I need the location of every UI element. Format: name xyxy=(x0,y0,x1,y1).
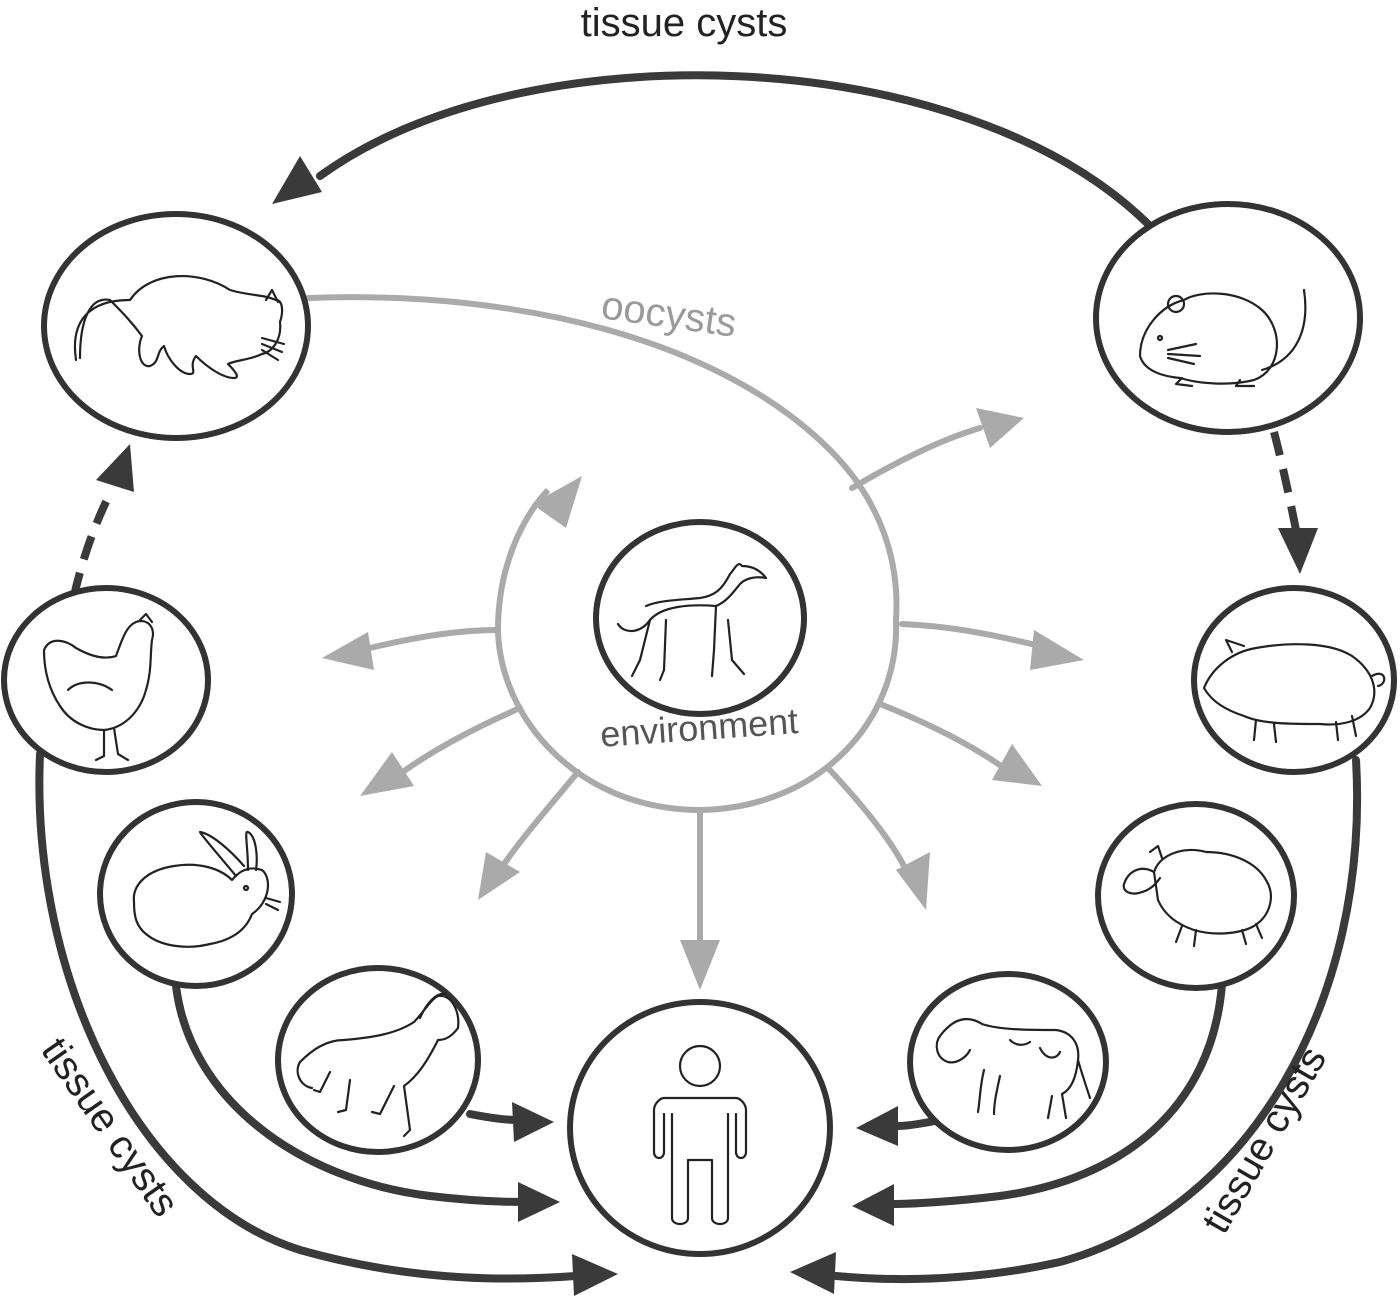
arrow-mouse-to-cat xyxy=(272,71,1152,228)
arrow-pig-to-human xyxy=(790,756,1362,1294)
arrow-mouse-to-pig xyxy=(1270,430,1318,574)
node-cow xyxy=(907,971,1109,1153)
node-rabbit xyxy=(97,799,295,989)
chicken-icon xyxy=(42,612,154,762)
arrow-sheep-to-human xyxy=(852,980,1226,1226)
arrow-chicken-to-human xyxy=(35,750,618,1296)
node-mouse xyxy=(1093,201,1363,435)
pig-icon xyxy=(1202,638,1386,744)
arrow-horse-to-human xyxy=(466,1102,554,1142)
label-left-tissue-cysts: tissue cysts xyxy=(33,1030,188,1225)
mouse-icon xyxy=(1138,288,1307,388)
cow-icon xyxy=(935,1018,1092,1120)
label-top-tissue-cysts: tissue cysts xyxy=(581,1,788,45)
sheep-icon xyxy=(1122,844,1272,948)
node-human xyxy=(567,999,833,1257)
environment-dispersal-arrows xyxy=(322,408,1084,990)
cat-icon xyxy=(73,275,286,380)
node-sheep xyxy=(1095,801,1297,991)
label-environment: environment xyxy=(599,700,799,755)
node-horse xyxy=(275,965,481,1155)
label-right-tissue-cysts: tissue cysts xyxy=(1194,1039,1335,1240)
node-dog xyxy=(593,519,807,717)
arrow-chicken-to-cat xyxy=(70,444,134,597)
arrow-oocysts xyxy=(305,294,900,623)
node-pig xyxy=(1191,585,1397,775)
arrow-rabbit-to-human xyxy=(172,982,560,1222)
rabbit-icon xyxy=(132,830,282,948)
node-chicken xyxy=(1,585,211,775)
node-cat xyxy=(41,211,311,441)
dog-icon xyxy=(616,563,768,682)
human-icon xyxy=(652,1044,748,1226)
horse-icon xyxy=(296,992,460,1138)
arrow-env-up-left-head xyxy=(532,476,582,528)
environment-ring xyxy=(494,487,900,814)
